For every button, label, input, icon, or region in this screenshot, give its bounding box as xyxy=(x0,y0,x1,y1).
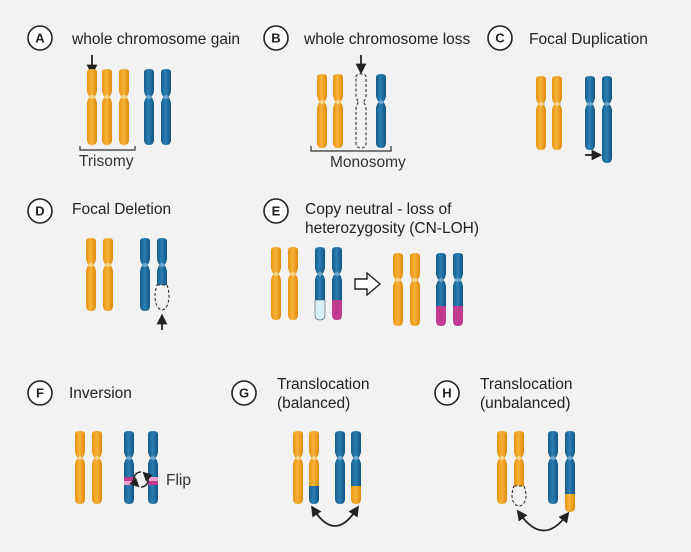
missing-chromosome-outline xyxy=(355,73,367,149)
monosomy-label: Monosomy xyxy=(330,154,406,171)
panel-f: F Inversion Flip xyxy=(27,380,191,504)
chromosome xyxy=(548,431,558,504)
badge-g: G xyxy=(231,380,257,406)
flip-label: Flip xyxy=(166,472,191,489)
chromosome xyxy=(86,238,96,311)
panel-b-title: whole chromosome loss xyxy=(303,31,471,48)
lost-segment-outline xyxy=(511,485,527,507)
chromosome-magenta-allele xyxy=(436,253,446,326)
chromosome xyxy=(288,247,298,320)
trisomy-label: Trisomy xyxy=(79,153,134,170)
panel-c-title: Focal Duplication xyxy=(529,31,648,48)
chromosome xyxy=(335,431,345,504)
chromosome-band-normal xyxy=(124,431,134,504)
chromosome xyxy=(376,74,386,148)
hollow-arrow-icon xyxy=(354,271,382,297)
badge-c: C xyxy=(487,25,513,51)
chromosome xyxy=(144,69,154,145)
svg-text:E: E xyxy=(272,204,281,219)
badge-b: B xyxy=(263,25,289,51)
chromosome xyxy=(536,76,546,150)
badge-h: H xyxy=(434,380,460,406)
badge-e: E xyxy=(263,198,289,224)
panel-e-title-line1: Copy neutral - loss of xyxy=(305,201,452,218)
svg-text:C: C xyxy=(495,31,505,46)
panel-d: D Focal Deletion xyxy=(27,198,171,330)
svg-text:D: D xyxy=(35,204,44,219)
swap-arrow-icon xyxy=(516,509,570,532)
svg-text:B: B xyxy=(271,31,280,46)
chromosome xyxy=(293,431,303,504)
panel-h: H Translocation (unbalanced) xyxy=(434,376,575,532)
svg-text:A: A xyxy=(35,31,45,46)
chromosome xyxy=(410,253,420,326)
chromosome xyxy=(497,431,507,504)
translocated-chromosome xyxy=(565,431,575,512)
translocated-chromosome xyxy=(351,431,361,504)
panel-f-title: Inversion xyxy=(69,385,132,402)
chromosome-magenta-allele xyxy=(453,253,463,326)
swap-arrow-icon xyxy=(311,505,359,527)
bracket xyxy=(79,146,136,151)
chromosome xyxy=(393,253,403,326)
duplicated-chromosome xyxy=(602,76,612,163)
chromosome xyxy=(140,238,150,311)
deleted-chromosome xyxy=(157,238,167,285)
svg-text:F: F xyxy=(36,386,44,401)
chromosome-band-inverted xyxy=(148,431,158,504)
panel-a-title: whole chromosome gain xyxy=(71,31,240,48)
badge-a: A xyxy=(27,25,53,51)
bracket xyxy=(310,146,392,152)
chromosome xyxy=(333,74,343,148)
panel-b: B whole chromosome loss Monosomy xyxy=(263,25,471,171)
panel-a: A whole chromosome gain Trisomy xyxy=(27,25,240,170)
chromosome xyxy=(103,238,113,311)
rotate-arrows-icon xyxy=(129,471,153,488)
chromosome xyxy=(87,69,97,145)
translocated-chromosome xyxy=(309,431,319,504)
panel-e-title-line2: heterozygosity (CN-LOH) xyxy=(305,220,479,237)
panel-h-title-line1: Translocation xyxy=(480,376,572,393)
svg-text:G: G xyxy=(239,386,249,401)
chromosome xyxy=(102,69,112,145)
panel-e: E Copy neutral - loss of heterozygosity … xyxy=(263,198,479,326)
panel-g: G Translocation (balanced) xyxy=(231,376,369,527)
panel-g-title-line2: (balanced) xyxy=(277,395,350,412)
chromosome xyxy=(271,247,281,320)
panel-d-title: Focal Deletion xyxy=(72,201,171,218)
panel-g-title-line1: Translocation xyxy=(277,376,369,393)
panel-h-title-line2: (unbalanced) xyxy=(480,395,570,412)
chromosome xyxy=(552,76,562,150)
badge-f: F xyxy=(27,380,53,406)
chromosome xyxy=(75,431,85,504)
panel-c: C Focal Duplication xyxy=(487,25,648,163)
chromosome xyxy=(119,69,129,145)
chromosome-magenta-allele xyxy=(332,247,342,320)
svg-text:H: H xyxy=(442,386,451,401)
chromosome-light-allele xyxy=(314,247,326,321)
truncated-chromosome xyxy=(514,431,524,486)
chromosome xyxy=(317,74,327,148)
chromosome xyxy=(92,431,102,504)
deleted-segment-outline xyxy=(154,284,170,311)
chromosome xyxy=(161,69,171,145)
badge-d: D xyxy=(27,198,53,224)
chromosome xyxy=(585,76,595,150)
